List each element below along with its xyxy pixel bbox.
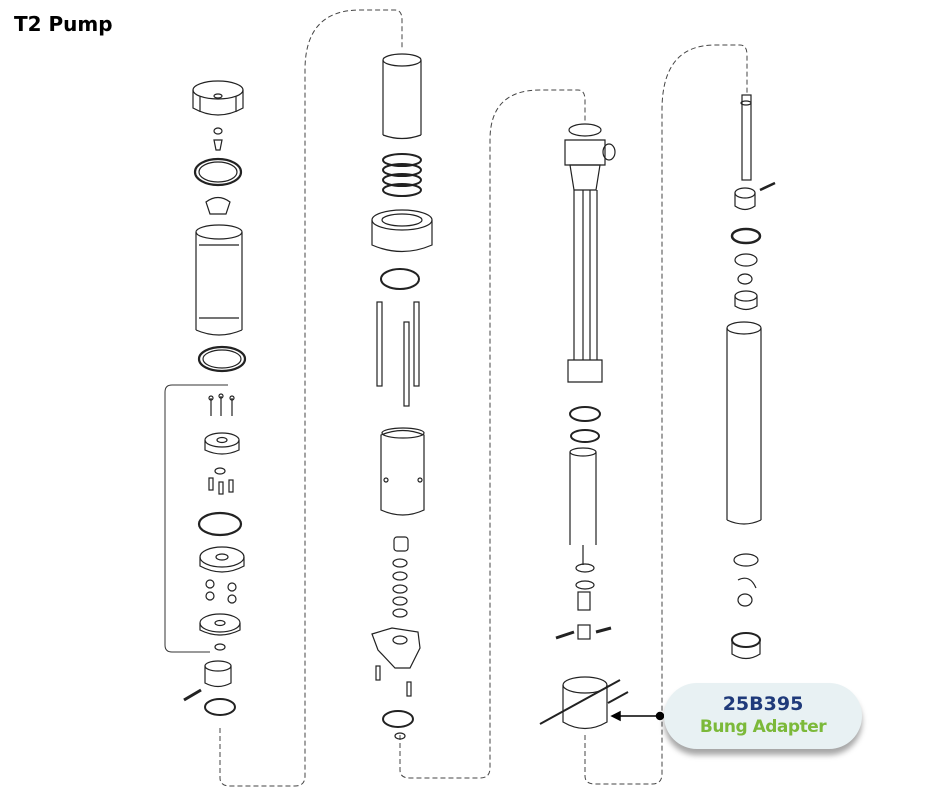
column-4-parts	[726, 94, 776, 660]
sub-assembly-bracket	[164, 384, 228, 653]
page-title: T2 Pump	[14, 12, 113, 36]
column-1-parts	[183, 80, 247, 716]
part-number-label: 25B395	[722, 693, 804, 715]
part-name-label: Bung Adapter	[699, 717, 827, 737]
column-2-parts	[371, 53, 433, 740]
column-3-parts	[539, 123, 629, 730]
assembly-connector-lines	[219, 9, 748, 787]
callout-arrow	[610, 710, 665, 722]
bung-adapter-callout: 25B395 Bung Adapter	[664, 683, 862, 749]
